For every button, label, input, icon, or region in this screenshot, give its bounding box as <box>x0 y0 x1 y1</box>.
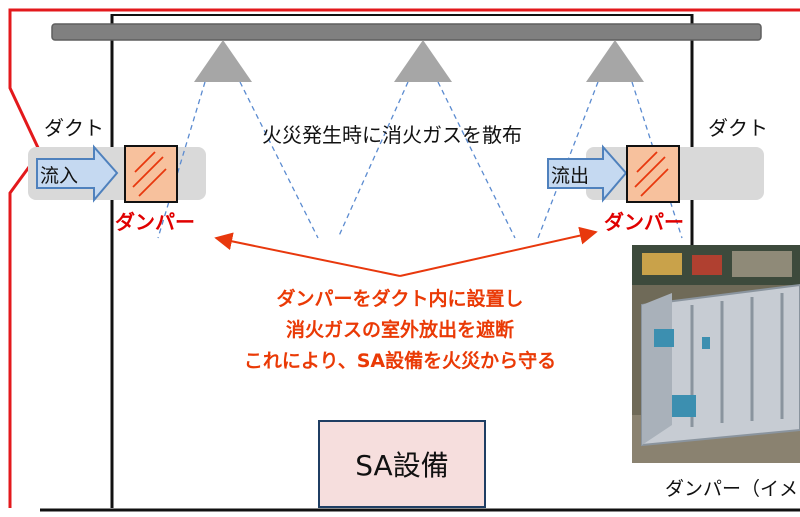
spray-caption: 火災発生時に消火ガスを散布 <box>262 123 522 147</box>
gas-supply-pipe <box>51 23 762 41</box>
photo-caption: ダンパー（イメ <box>665 478 799 500</box>
spray-nozzle-3 <box>586 40 644 82</box>
duct-right-label: ダクト <box>708 116 768 140</box>
outflow-label: 流出 <box>551 165 590 187</box>
damper-right-icon <box>626 145 680 203</box>
callout-frame <box>8 8 800 508</box>
damper-photo <box>632 245 800 463</box>
inflow-arrow <box>36 144 119 203</box>
explanation-line-2: 消火ガスの室外放出を遮断 <box>285 319 514 341</box>
damper-left-label: ダンパー <box>115 210 195 234</box>
inflow-label: 流入 <box>40 165 79 187</box>
explanation-text: ダンパーをダクト内に設置し 消火ガスの室外放出を遮断 これにより、SA設備を火災… <box>200 284 600 377</box>
damper-left-icon <box>124 145 178 203</box>
outflow-arrow <box>547 144 628 203</box>
pointer-arrow-left <box>214 232 401 277</box>
duct-left-label: ダクト <box>44 116 104 140</box>
damper-right-label: ダンパー <box>604 210 684 234</box>
spray-nozzle-1 <box>194 40 252 82</box>
sa-equipment-box: SA設備 <box>318 420 486 508</box>
explanation-line-1: ダンパーをダクト内に設置し <box>276 288 524 310</box>
explanation-line-3: これにより、SA設備を火災から守る <box>243 350 557 372</box>
spray-nozzle-2 <box>394 40 452 82</box>
pointer-arrow-right <box>399 226 598 277</box>
sa-equipment-label: SA設備 <box>355 449 449 482</box>
